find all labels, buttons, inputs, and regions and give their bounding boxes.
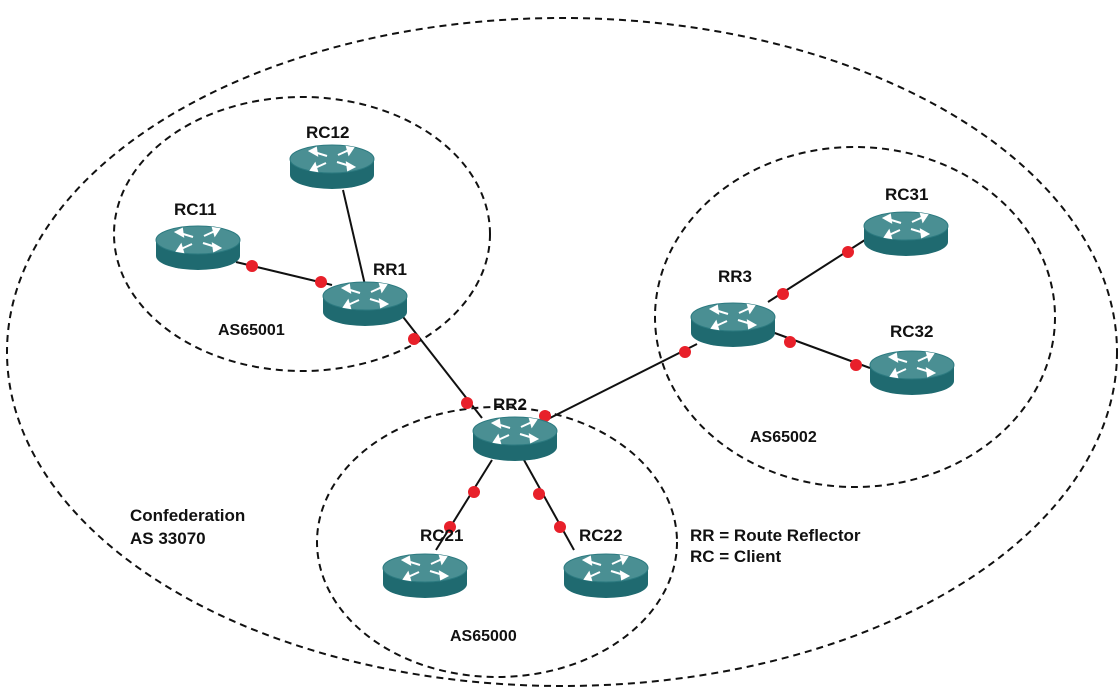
confederation-boundary [6,17,1118,687]
confederation-label-line1: Confederation [130,506,245,525]
link-dot [468,486,480,498]
router-rc11 [155,225,241,271]
link-dot [777,288,789,300]
router-label-rc31: RC31 [885,185,928,204]
link-rr2-rc21 [435,459,493,551]
router-rr3 [690,302,776,348]
router-rc21 [382,553,468,599]
link-dot [679,346,691,358]
link-dot [461,397,473,409]
as65002-label: AS65002 [750,429,817,446]
link-dot [784,336,796,348]
legend-line1: RR = Route Reflector [690,526,861,545]
router-label-rc21: RC21 [420,526,463,545]
link-dot [554,521,566,533]
confederation-label-line2: AS 33070 [130,529,206,548]
router-rc31 [863,211,949,257]
router-label-rc11: RC11 [174,200,217,219]
link-dot [246,260,258,272]
legend-line2: RC = Client [690,547,781,566]
as65000-label: AS65000 [450,628,517,645]
as65000-boundary [316,406,678,678]
link-rr2-rr3 [547,343,698,420]
link-dot [315,276,327,288]
router-rr2 [472,416,558,462]
as65001-boundary [113,96,491,372]
router-rr1 [322,281,408,327]
link-dot [533,488,545,500]
as65001-label: AS65001 [218,322,285,339]
router-label-rr1: RR1 [373,260,407,279]
link-dot [842,246,854,258]
router-label-rr3: RR3 [718,267,752,286]
link-rr2-rc22 [523,459,575,551]
router-label-rc12: RC12 [306,123,349,142]
router-rc12 [289,144,375,190]
link-rc12-rr1 [342,189,366,286]
router-label-rc22: RC22 [579,526,622,545]
link-dot [444,521,456,533]
link-dot [850,359,862,371]
link-endpoint-dots [246,246,862,533]
router-rc32 [869,350,955,396]
router-rc22 [563,553,649,599]
link-dot [539,410,551,422]
link-dot [408,333,420,345]
router-label-rr2: RR2 [493,395,527,414]
as65002-boundary [654,146,1056,488]
router-label-rc32: RC32 [890,322,933,341]
